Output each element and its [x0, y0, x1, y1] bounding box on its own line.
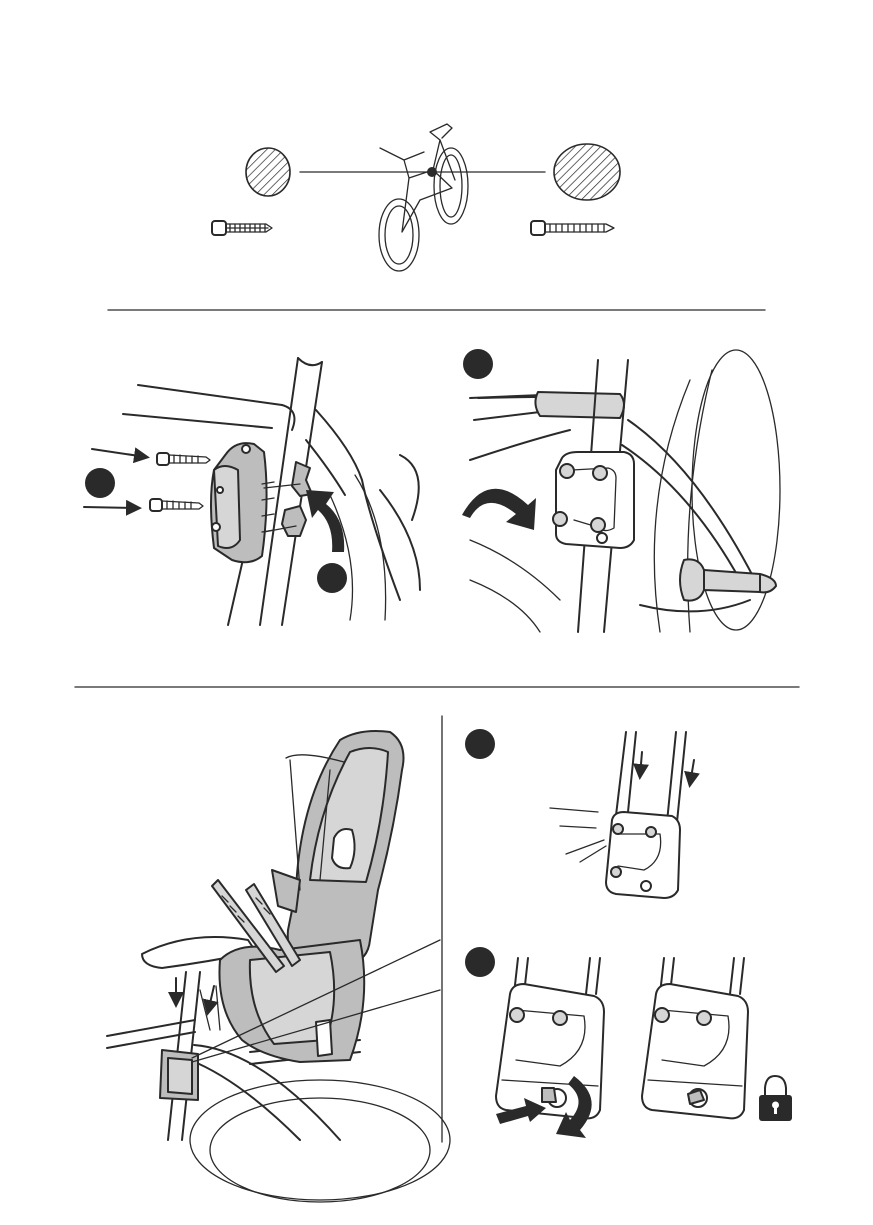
mounting-bracket-attached	[553, 452, 634, 548]
bicycle-icon	[379, 124, 468, 271]
rotate-arrow	[462, 489, 536, 530]
short-screw-icon	[212, 221, 272, 235]
slide-arrow-left	[640, 752, 642, 776]
clamp-knob-bottom	[282, 506, 306, 536]
down-arrow-right	[208, 986, 214, 1012]
frame-tube-marker	[427, 167, 437, 177]
long-screw-icon	[531, 221, 614, 235]
child-seat-installed	[107, 731, 450, 1202]
mounting-bracket	[211, 443, 274, 562]
insert-arrow-lower	[84, 507, 138, 508]
step-4-slide-seat	[465, 729, 694, 898]
screw-upper	[157, 453, 210, 465]
step-5-badge	[465, 947, 495, 977]
small-tube-section-icon	[246, 148, 290, 196]
slide-arrow-right	[690, 760, 694, 784]
large-tube-section-icon	[554, 144, 620, 200]
tighten-arrow	[306, 490, 344, 552]
screw-lower	[150, 499, 203, 511]
padlock-icon	[759, 1076, 792, 1121]
step-1-2-bracket-mount	[84, 358, 420, 625]
step-3-bracket-tightened	[462, 349, 780, 632]
insert-arrow-upper	[92, 449, 146, 457]
step-1-badge	[85, 468, 115, 498]
step-2-badge	[317, 563, 347, 593]
step-5-lock	[465, 947, 792, 1138]
tube-size-overview	[212, 124, 620, 271]
step-3-badge	[463, 349, 493, 379]
step-4-badge	[465, 729, 495, 759]
